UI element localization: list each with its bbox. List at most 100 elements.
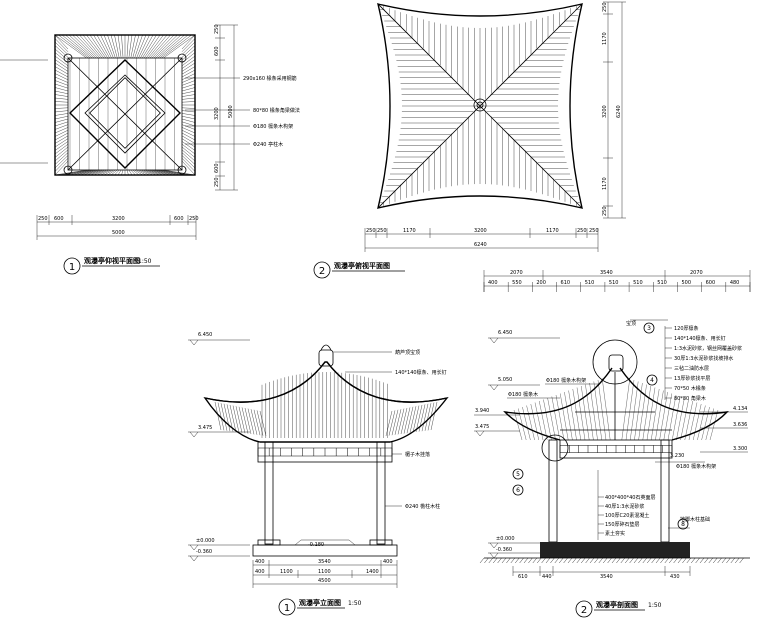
hatch-line [54,144,69,155]
dim-text: 250 [38,216,48,222]
view-number-circle [575,600,593,618]
elevation-note: 葫芦顶宝顶 [395,349,420,356]
view-number-circle [278,598,296,616]
hatch-line [664,557,669,564]
hatch-line [717,557,722,564]
hatch-line [126,169,129,176]
section-foundation [540,542,690,558]
hatch-line [75,169,99,176]
hatch-line [250,409,258,435]
plan-up-hip-beam-b [67,57,183,171]
hatch-line [567,557,573,564]
hatch-line [181,158,196,172]
hatch-line [181,124,196,130]
hatch-line [68,169,95,176]
elevation-step [294,539,356,546]
hatch-line [684,400,693,441]
hatch-line [226,404,234,432]
hatch-line [54,62,69,72]
section-note-left: Φ180 檩条木 [508,391,538,398]
hatch-line [559,557,564,564]
dim-ticks [603,1,626,219]
elevation-note: Φ240 檐柱木柱 [405,503,440,510]
hatch-line [421,403,429,432]
callout-circle [643,322,655,334]
hatch-line [730,557,735,564]
hatch-line [157,34,185,59]
hatch-line [594,557,599,564]
hatch-line [54,48,69,61]
dim-ticks [215,24,238,191]
callout-circle [512,484,524,496]
dim-text: 510 [657,280,667,286]
hatch-line [686,557,691,564]
hatch-line [563,557,568,564]
hatch-line [54,149,69,162]
plan-roof-finial-core [476,101,484,109]
dim-text: 3200 [474,228,487,234]
section-note-right: 13厚砂浆找平层 [674,375,710,382]
hatch-line [677,557,683,564]
elevation-lattice [257,447,393,457]
hatch-line [181,73,196,80]
hatch-line [547,397,556,441]
hatch-line [93,169,108,176]
section-column-right [660,439,670,543]
hatch-line [214,401,222,431]
section-column-left [548,439,558,543]
dim-text: 1170 [602,177,608,190]
hatch-line [163,169,196,176]
hatch-line [107,34,116,59]
hatch-line [117,169,122,176]
view-title: 观瀑亭俯视平面图 [334,261,390,270]
hatch-line [550,557,555,564]
hatch-line [181,107,196,109]
hatch-line [146,169,164,176]
hatch-line [72,34,97,59]
hatch-line [149,169,171,176]
hatch-line [534,402,544,441]
dim-text: 600 [706,280,716,286]
hatch-line [663,393,672,441]
section-notes-right: 120厚檩条140*140檩条、用长钉1:3水泥砂浆，钢丝网覆盖砂浆30厚1:3… [664,325,742,402]
elevation-finial-top [320,344,332,351]
hatch-line [142,169,157,176]
hatch-line [406,406,414,434]
hatch-line [65,169,93,176]
level-text: 3.475 [198,425,212,431]
hatch-line [58,169,89,176]
dim-text: 400 [488,280,498,286]
hatch-line [642,385,651,441]
dim-text: 500 [681,280,691,286]
hatch-line [572,388,581,441]
dim-text: 610 [561,280,571,286]
hatch-line [181,110,196,113]
dim-text: 550 [512,280,522,286]
hatch-line [153,169,178,176]
hatch-line [68,34,95,59]
dim-text: 1170 [546,228,559,234]
hatch-line [672,396,681,441]
plan-up-view: 290x160 椽条采用钢筋 80*80 椽条角梁做法 Φ180 檩条木构架 Φ… [0,24,300,275]
hatch-line [625,557,630,564]
hatch-line [259,410,267,437]
dim-text: 250 [214,24,220,34]
hatch-line [181,97,196,100]
hatch-line [506,557,511,564]
dim-text: 510 [633,280,643,286]
level-text: ±0.000 [196,538,215,544]
hatch-line [79,34,101,59]
plan-up-column [177,53,187,63]
plan-up-column [177,165,187,175]
dim-text: 250 [589,228,599,234]
hatch-line [430,401,438,431]
plan-up-note: Φ240 亭柱木 [253,141,283,148]
hatch-line [691,557,696,564]
plan-up-rafters [54,34,196,176]
hatch-line [58,34,89,59]
hatch-line [181,83,196,89]
dim-text: 250 [377,228,387,234]
hatch-line [497,557,502,564]
hatch-line [110,169,118,176]
